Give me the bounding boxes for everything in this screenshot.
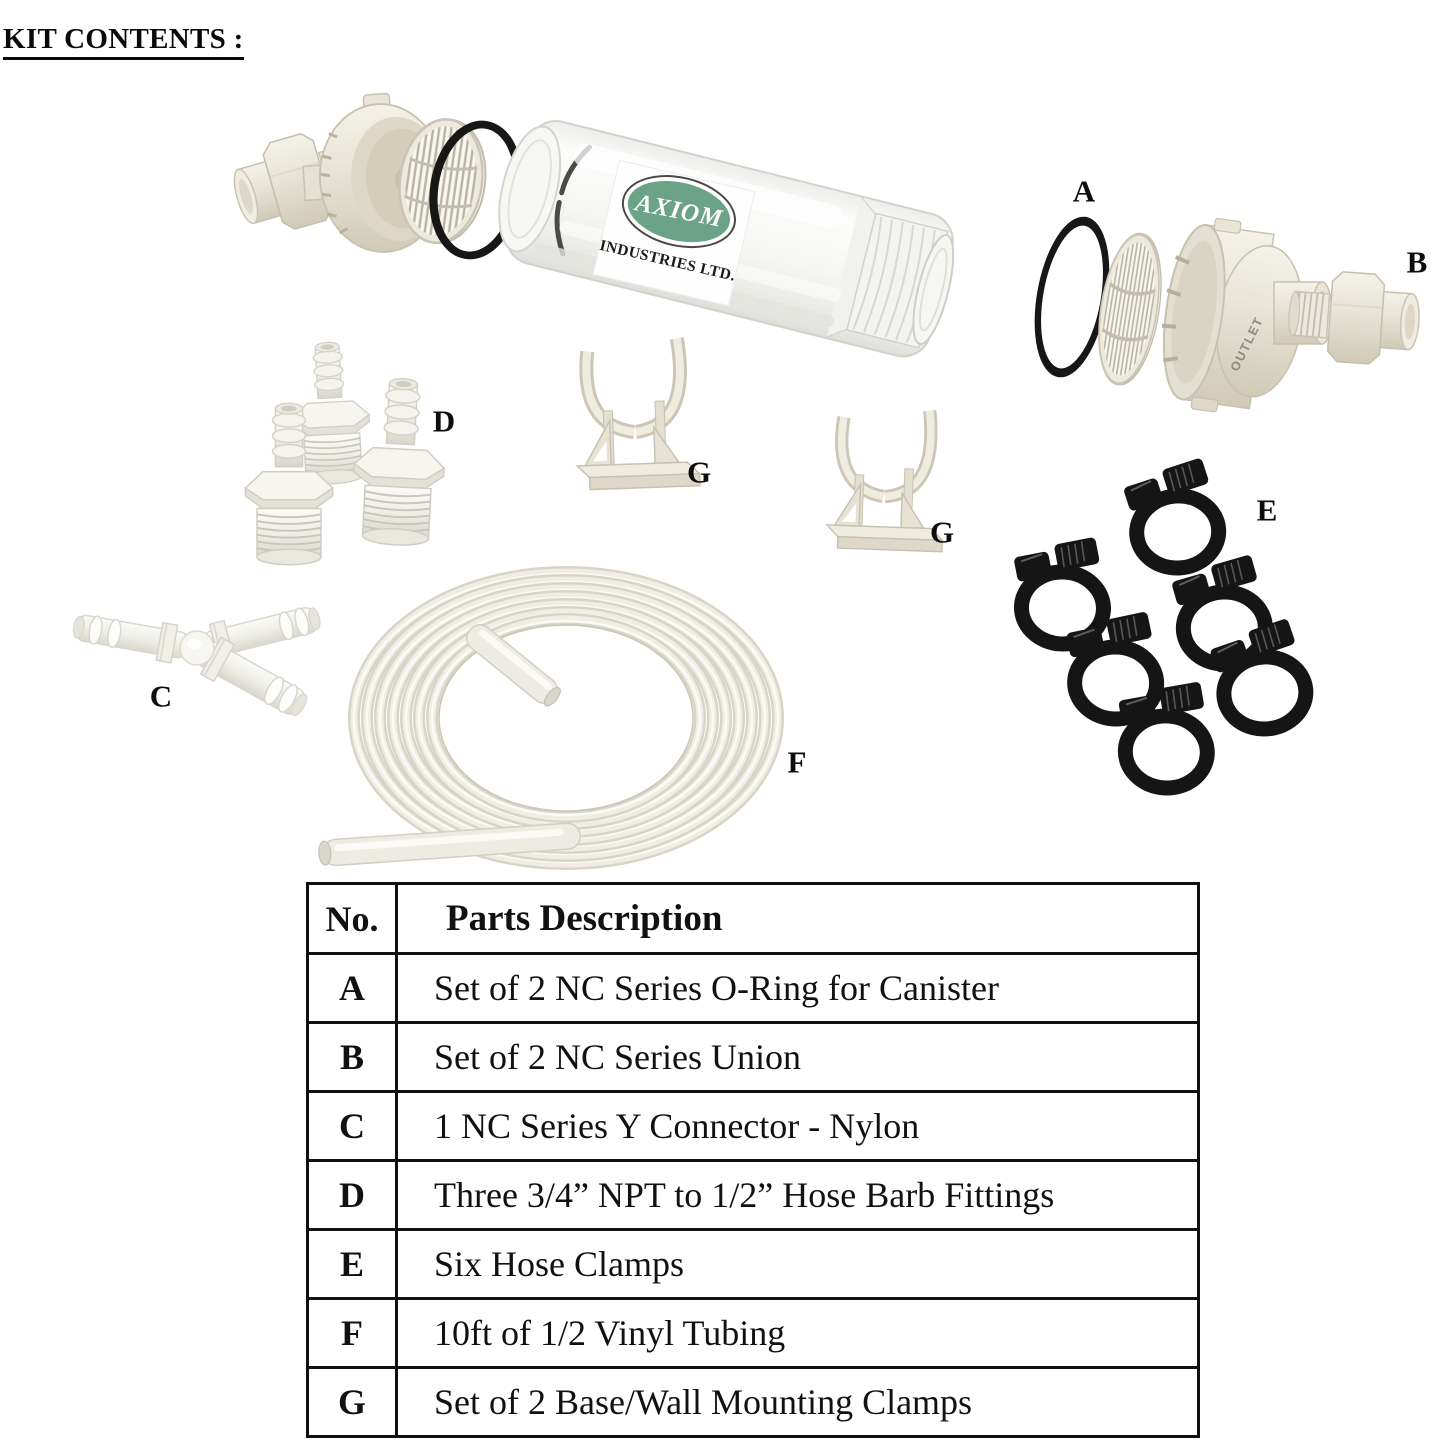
row-description: Set of 2 NC Series Union xyxy=(395,1021,1200,1093)
table-row: D Three 3/4” NPT to 1/2” Hose Barb Fitti… xyxy=(306,1159,1200,1231)
row-letter: A xyxy=(306,952,398,1024)
brand-oval: AXIOM xyxy=(621,171,737,252)
row-description: 10ft of 1/2 Vinyl Tubing xyxy=(395,1297,1200,1369)
diagram-label-g2: G xyxy=(929,514,955,550)
parts-table: No. Parts Description A Set of 2 NC Seri… xyxy=(306,882,1200,1438)
row-letter: E xyxy=(306,1228,398,1300)
diagram-label-b: B xyxy=(1406,244,1428,280)
diagram-label-a: A xyxy=(1072,173,1096,209)
row-description: Set of 2 Base/Wall Mounting Clamps xyxy=(395,1366,1200,1438)
diagram-label-d: D xyxy=(432,403,456,439)
row-description: Six Hose Clamps xyxy=(395,1228,1200,1300)
brand-name: AXIOM xyxy=(633,189,725,233)
header-no: No. xyxy=(306,882,398,955)
table-header-row: No. Parts Description xyxy=(306,882,1200,955)
diagram-label-g1: G xyxy=(686,454,712,490)
row-letter: D xyxy=(306,1159,398,1231)
diagram-label-e: E xyxy=(1256,492,1278,528)
tubing-coil xyxy=(318,566,784,870)
end-cap-outlet xyxy=(1161,217,1333,413)
table-row: G Set of 2 Base/Wall Mounting Clamps xyxy=(306,1366,1200,1438)
exploded-diagram xyxy=(72,92,1423,870)
row-letter: G xyxy=(306,1366,398,1438)
brand-subtitle: INDUSTRIES LTD. xyxy=(597,236,738,285)
mounting-clamp-2 xyxy=(826,407,947,552)
header-description: Parts Description xyxy=(395,882,1200,955)
page-title: KIT CONTENTS : xyxy=(3,23,244,61)
diagram-label-f: F xyxy=(787,744,807,780)
row-letter: C xyxy=(306,1090,398,1162)
row-letter: B xyxy=(306,1021,398,1093)
table-row: C 1 NC Series Y Connector - Nylon xyxy=(306,1090,1200,1162)
hose-barb-fittings xyxy=(244,339,450,566)
row-description: Set of 2 NC Series O-Ring for Canister xyxy=(395,952,1200,1024)
table-row: B Set of 2 NC Series Union xyxy=(306,1021,1200,1093)
table-row: A Set of 2 NC Series O-Ring for Canister xyxy=(306,952,1200,1024)
mounting-clamp-1 xyxy=(573,338,700,490)
y-connector xyxy=(72,607,321,717)
row-description: Three 3/4” NPT to 1/2” Hose Barb Fitting… xyxy=(395,1159,1200,1231)
row-description: 1 NC Series Y Connector - Nylon xyxy=(395,1090,1200,1162)
diagram-label-c: C xyxy=(149,678,173,714)
row-letter: F xyxy=(306,1297,398,1369)
table-row: E Six Hose Clamps xyxy=(306,1228,1200,1300)
table-row: F 10ft of 1/2 Vinyl Tubing xyxy=(306,1297,1200,1369)
